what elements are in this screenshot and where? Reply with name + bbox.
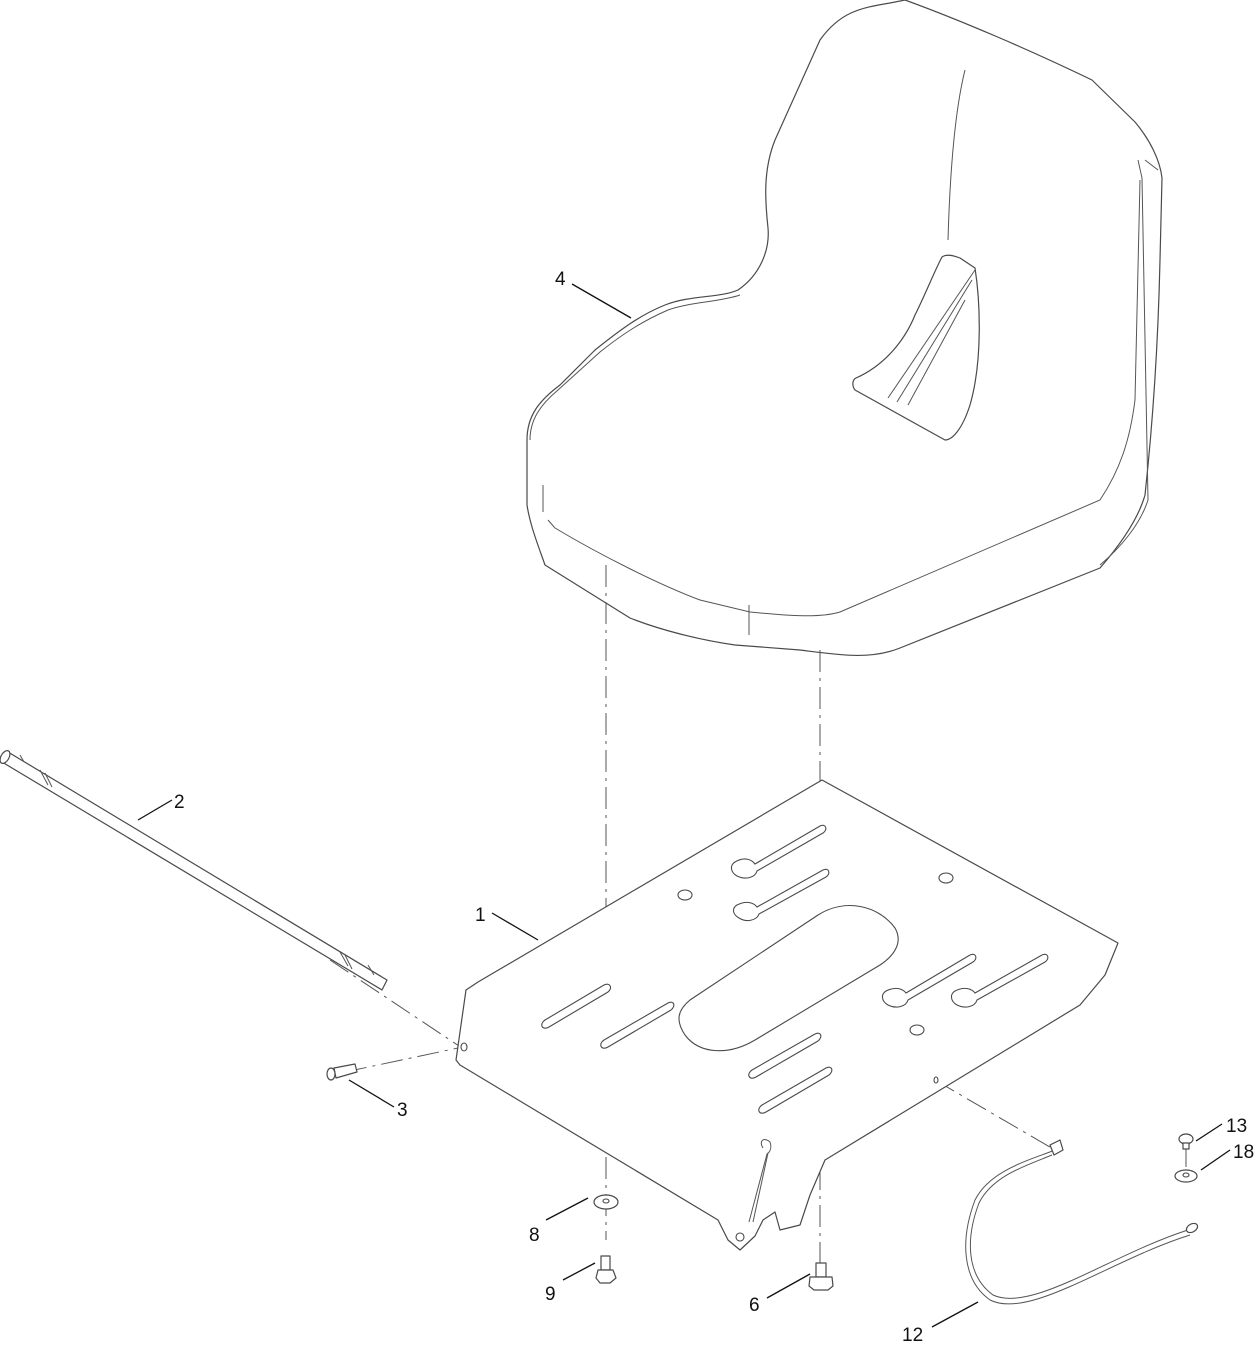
seat-plate-part[interactable] <box>455 779 1119 1251</box>
callout-2: 2 <box>174 792 185 813</box>
screw-part[interactable] <box>1178 1133 1194 1150</box>
hex-bolt-part[interactable] <box>595 1255 617 1284</box>
washer-part[interactable] <box>593 1194 619 1210</box>
leader-lines <box>137 283 1231 1328</box>
callout-12: 12 <box>902 1325 924 1346</box>
callout-1: 1 <box>475 905 486 926</box>
shoulder-bolt-part[interactable] <box>326 1063 358 1081</box>
callout-13: 13 <box>1226 1116 1248 1137</box>
flange-bolt-part[interactable] <box>808 1262 834 1291</box>
callout-3: 3 <box>397 1100 408 1121</box>
seat-part[interactable] <box>526 0 1163 657</box>
callout-18: 18 <box>1233 1142 1255 1163</box>
callout-6: 6 <box>749 1295 760 1316</box>
callout-4: 4 <box>555 269 566 290</box>
rod-part[interactable] <box>0 749 388 991</box>
small-washer-part[interactable] <box>1174 1169 1198 1183</box>
cable-part[interactable] <box>965 1139 1199 1305</box>
callout-8: 8 <box>529 1225 540 1246</box>
callout-9: 9 <box>545 1284 556 1305</box>
